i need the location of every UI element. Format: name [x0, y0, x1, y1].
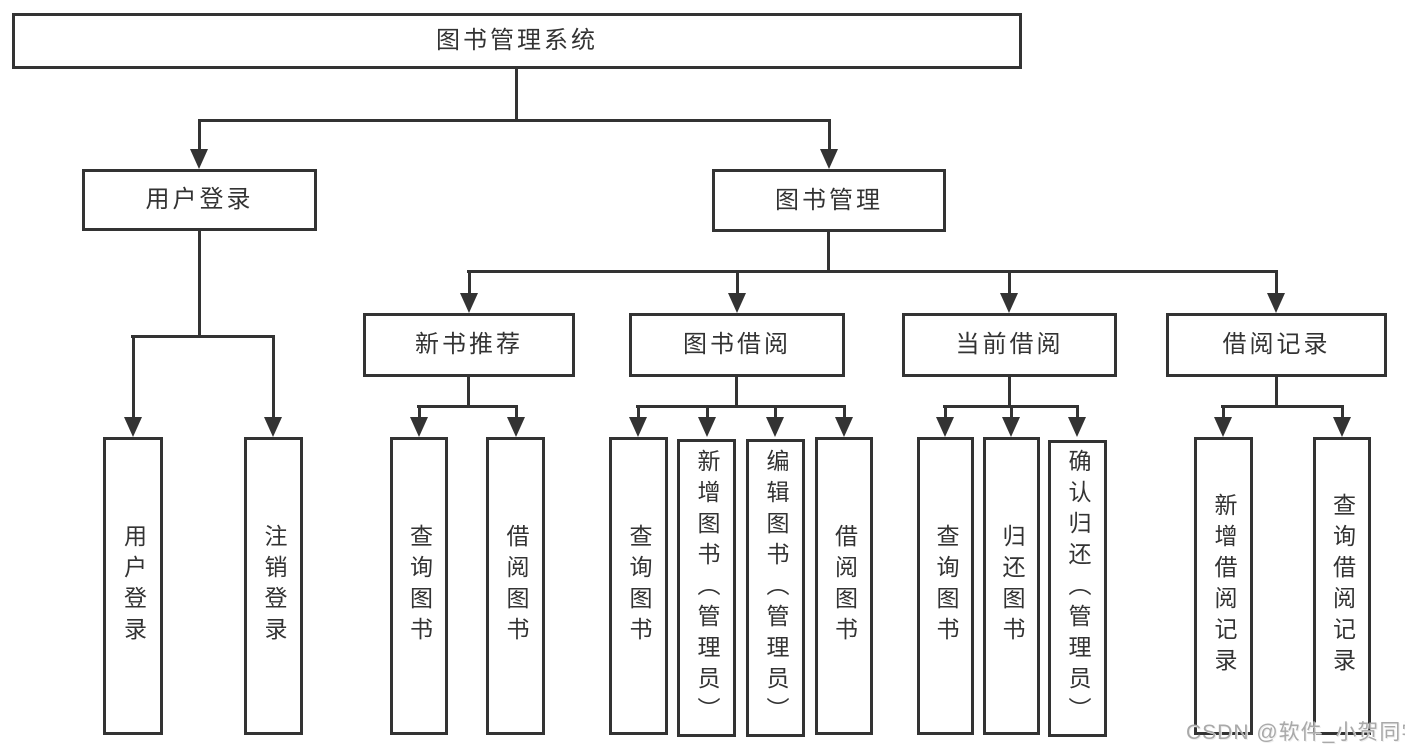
connector-root-stem [515, 69, 518, 122]
leaf-nb-query-books: 查询图书 [390, 437, 448, 735]
leaf-bb-edit-books-admin: 编辑图书（管理员） [746, 439, 805, 737]
leaf-bb-query-books: 查询图书 [609, 437, 668, 735]
node-current-borrow: 当前借阅 [902, 313, 1117, 377]
arrow-to-cb-return-books [1002, 406, 1020, 437]
leaf-cb-query-books: 查询图书 [917, 437, 974, 735]
arrow-to-leaf-logout [264, 336, 282, 437]
arrow-to-br-add-record [1214, 406, 1232, 437]
connector-br-rail [1221, 405, 1344, 408]
leaf-user-login: 用户登录 [103, 437, 163, 735]
connector-nb-stem [467, 377, 470, 408]
arrow-to-book-management [820, 120, 838, 169]
arrow-to-cb-confirm-return [1068, 406, 1086, 437]
node-user-login: 用户登录 [82, 169, 317, 231]
arrow-to-book-borrow [728, 271, 746, 313]
leaf-br-add-record: 新增借阅记录 [1194, 437, 1253, 735]
node-library-management-system: 图书管理系统 [12, 13, 1022, 69]
arrow-to-bb-edit-books [766, 406, 784, 437]
node-new-book-recommend: 新书推荐 [363, 313, 575, 377]
node-borrow-records: 借阅记录 [1166, 313, 1387, 377]
arrow-to-br-query-record [1333, 406, 1351, 437]
connector-cb-stem [1008, 377, 1011, 408]
arrow-to-user-login [190, 120, 208, 169]
node-book-borrow: 图书借阅 [629, 313, 845, 377]
csdn-watermark: CSDN @软件_小贺同学 [1186, 721, 1405, 744]
leaf-logout: 注销登录 [244, 437, 303, 735]
arrow-to-nb-query-books [410, 406, 428, 437]
connector-root-rail [198, 119, 831, 122]
arrow-to-new-book-recommend [460, 271, 478, 313]
leaf-br-query-record: 查询借阅记录 [1313, 437, 1371, 735]
arrow-to-bb-add-books [698, 406, 716, 437]
connector-mgmt-rail [467, 270, 1278, 273]
arrow-to-borrow-records [1267, 271, 1285, 313]
connector-bb-stem [735, 377, 738, 408]
leaf-bb-borrow-books: 借阅图书 [815, 437, 873, 735]
leaf-cb-return-books: 归还图书 [983, 437, 1040, 735]
arrow-to-bb-borrow-books [835, 406, 853, 437]
arrow-to-current-borrow [1000, 271, 1018, 313]
connector-mgmt-stem [827, 232, 830, 273]
leaf-nb-borrow-books: 借阅图书 [486, 437, 545, 735]
node-book-management: 图书管理 [712, 169, 946, 232]
connector-login-stem [198, 231, 201, 338]
arrow-to-cb-query-books [936, 406, 954, 437]
arrow-to-bb-query-books [629, 406, 647, 437]
connector-login-rail [131, 335, 275, 338]
arrow-to-nb-borrow-books [507, 406, 525, 437]
arrow-to-leaf-user-login [124, 336, 142, 437]
leaf-cb-confirm-return-admin: 确认归还（管理员） [1048, 440, 1107, 737]
connector-nb-rail [417, 405, 518, 408]
leaf-bb-add-books-admin: 新增图书（管理员） [677, 439, 736, 737]
connector-br-stem [1275, 377, 1278, 408]
connector-bb-rail [636, 405, 846, 408]
